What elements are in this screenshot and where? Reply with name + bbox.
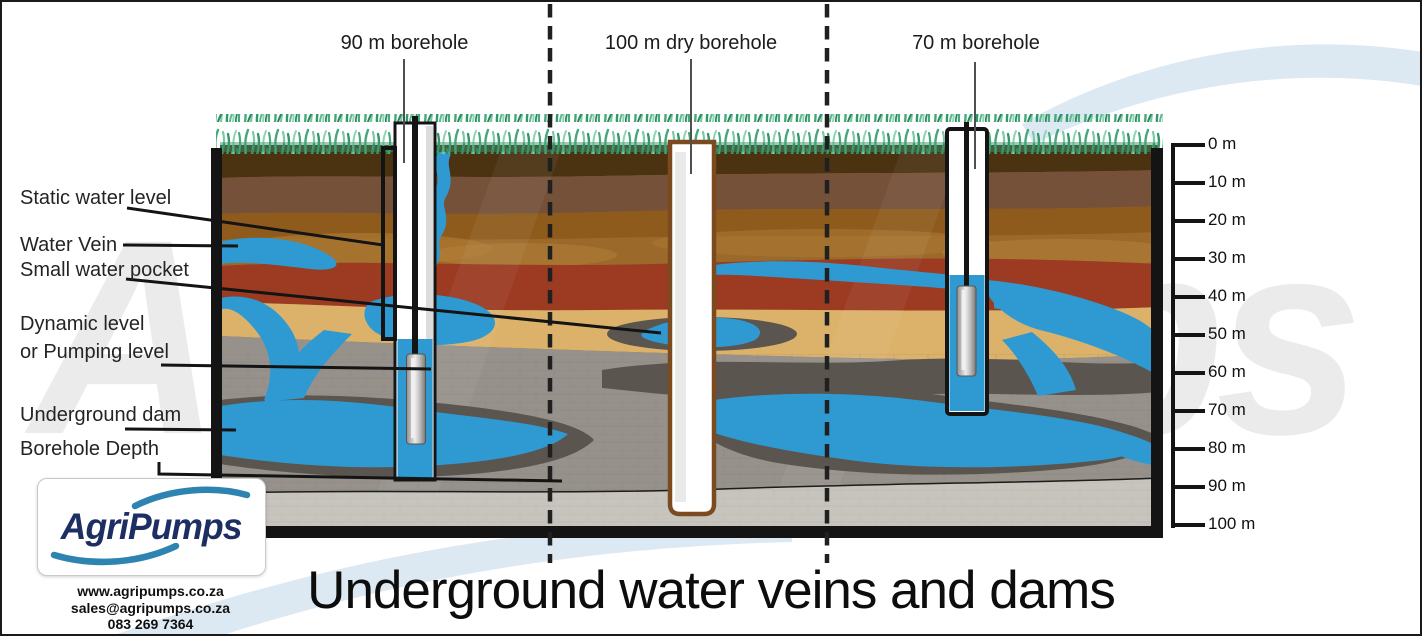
underground-dam-right — [702, 393, 1142, 468]
swoosh-bottom-left — [117, 518, 792, 634]
contact-email: sales@agripumps.co.za — [70, 599, 231, 616]
logo-swoosh-top-icon — [131, 486, 251, 510]
diagram-title: Underground water veins and dams — [307, 561, 1116, 620]
depth-scale — [1171, 143, 1205, 528]
contact-block: www.agripumps.co.za sales@agripumps.co.z… — [37, 583, 264, 633]
swoosh-top-right — [1022, 44, 1420, 144]
agripumps-logo: AgriPumps — [37, 478, 266, 576]
logo-brand-text: AgriPumps — [61, 506, 243, 547]
logo-swoosh-bottom-icon — [50, 543, 180, 566]
borehole-70m — [945, 122, 989, 416]
contact-website: www.agripumps.co.za — [77, 583, 224, 599]
dashed-separators — [547, 4, 830, 563]
contact-phone: 083 269 7364 — [107, 616, 194, 632]
drop-pipe — [412, 116, 418, 356]
borehole-100m-dry — [667, 139, 717, 517]
section-frame — [211, 148, 1163, 538]
submersible-pump — [956, 285, 977, 377]
pump-cable — [964, 122, 969, 294]
leader-lines — [122, 59, 976, 483]
